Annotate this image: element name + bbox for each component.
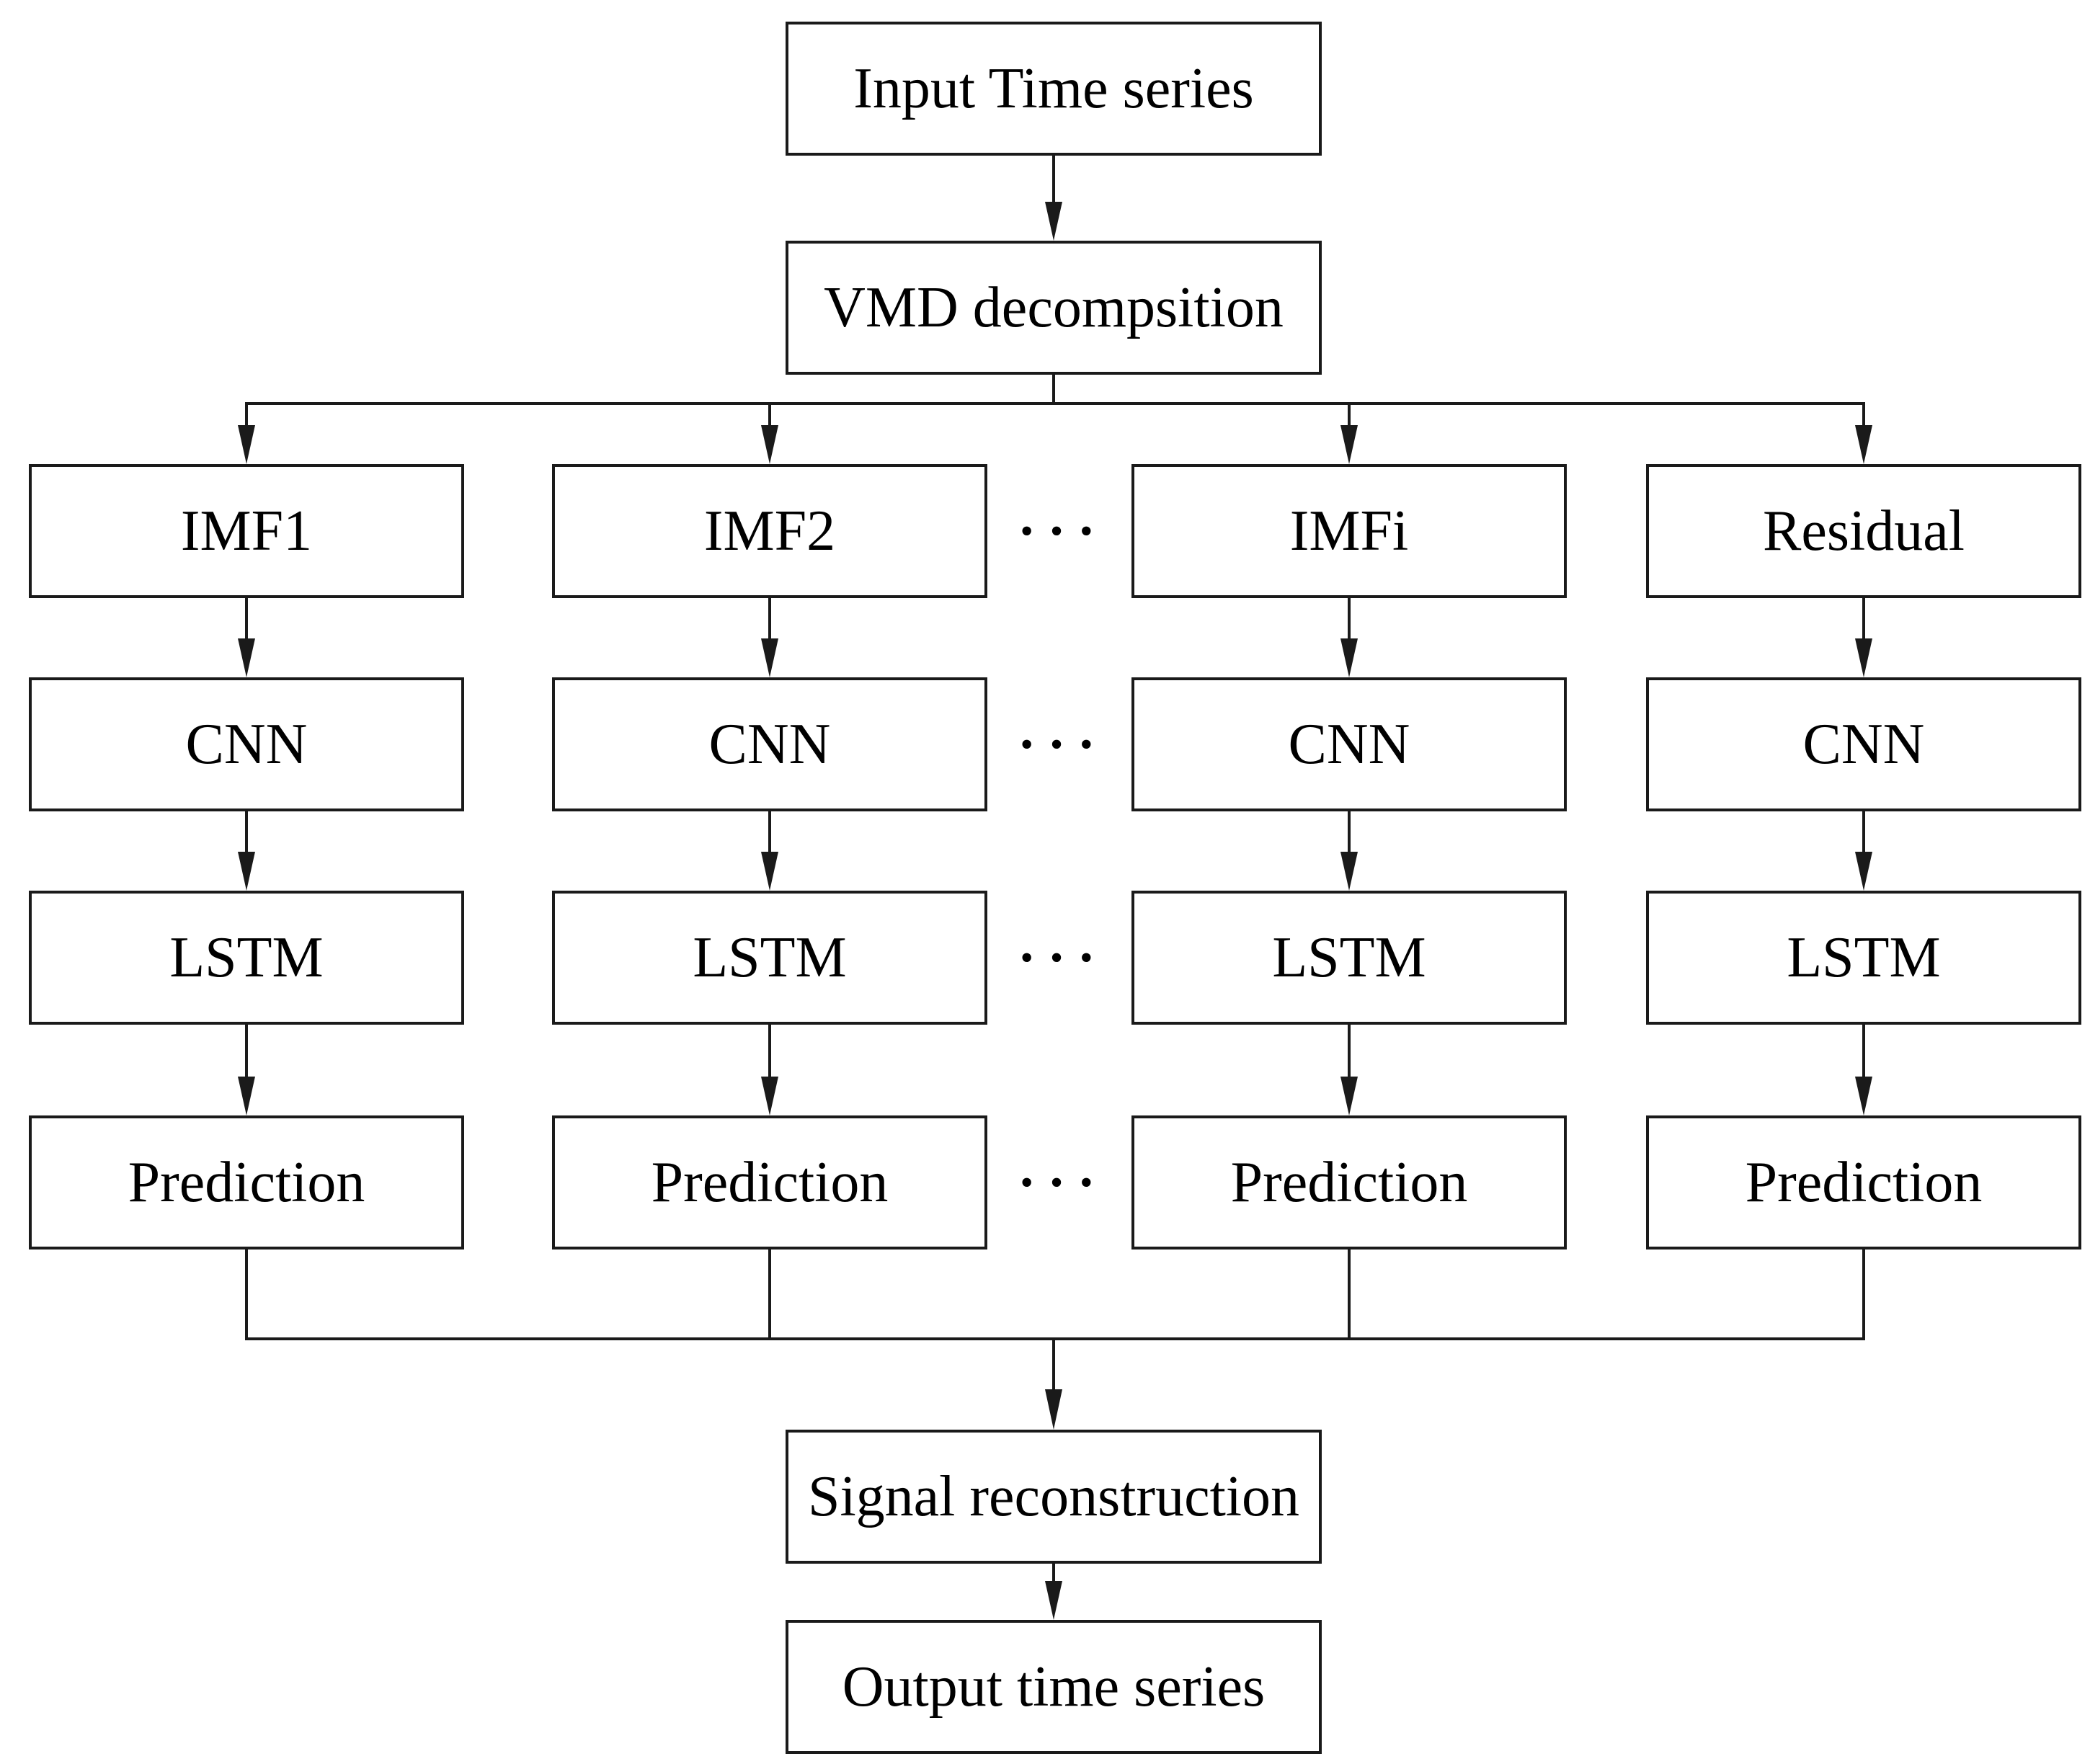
- arrow-cnn2-to-lstm: [761, 811, 778, 891]
- node-vmd-decomposition: VMD decompsition: [786, 241, 1322, 375]
- arrow-lstm2-to-prediction: [761, 1025, 778, 1115]
- node-lstm-1: LSTM: [29, 891, 464, 1025]
- arrow-lstm1-to-prediction: [238, 1025, 255, 1115]
- node-lstm-i: LSTM: [1131, 891, 1567, 1025]
- ellipsis-lstm-row: ···: [1017, 927, 1108, 988]
- arrow-merge-to-signal: [1045, 1339, 1062, 1430]
- ellipsis-prediction-row: ···: [1017, 1152, 1108, 1213]
- arrow-input-to-vmd: [1045, 156, 1062, 241]
- node-residual: Residual: [1646, 464, 2081, 598]
- node-cnn-residual: CNN: [1646, 677, 2081, 811]
- node-imfi: IMFi: [1131, 464, 1567, 598]
- arrow-cnn1-to-lstm: [238, 811, 255, 891]
- ellipsis-cnn-row: ···: [1017, 714, 1108, 775]
- node-cnn-2: CNN: [552, 677, 987, 811]
- arrow-lstmi-to-prediction: [1340, 1025, 1358, 1115]
- node-prediction-2: Prediction: [552, 1115, 987, 1250]
- arrow-signal-to-output: [1045, 1564, 1062, 1620]
- arrow-imf1-to-cnn: [238, 598, 255, 677]
- node-output-time-series: Output time series: [786, 1620, 1322, 1754]
- node-lstm-residual: LSTM: [1646, 891, 2081, 1025]
- arrow-imf2-to-cnn: [761, 598, 778, 677]
- node-imf1: IMF1: [29, 464, 464, 598]
- arrow-cnni-to-lstm: [1340, 811, 1358, 891]
- arrow-branch-to-imf2: [761, 402, 778, 464]
- ellipsis-imf-row: ···: [1017, 501, 1108, 561]
- arrow-lstmr-to-prediction: [1855, 1025, 1872, 1115]
- node-imf2: IMF2: [552, 464, 987, 598]
- arrow-branch-to-imfi: [1340, 402, 1358, 464]
- arrow-residual-to-cnn: [1855, 598, 1872, 677]
- node-prediction-i: Prediction: [1131, 1115, 1567, 1250]
- node-signal-reconstruction: Signal reconstruction: [786, 1430, 1322, 1564]
- arrow-imfi-to-cnn: [1340, 598, 1358, 677]
- node-cnn-i: CNN: [1131, 677, 1567, 811]
- node-prediction-1: Prediction: [29, 1115, 464, 1250]
- arrow-branch-to-residual: [1855, 402, 1872, 464]
- node-prediction-residual: Prediction: [1646, 1115, 2081, 1250]
- node-lstm-2: LSTM: [552, 891, 987, 1025]
- arrow-branch-to-imf1: [238, 402, 255, 464]
- node-cnn-1: CNN: [29, 677, 464, 811]
- node-input-time-series: Input Time series: [786, 22, 1322, 156]
- arrow-cnnr-to-lstm: [1855, 811, 1872, 891]
